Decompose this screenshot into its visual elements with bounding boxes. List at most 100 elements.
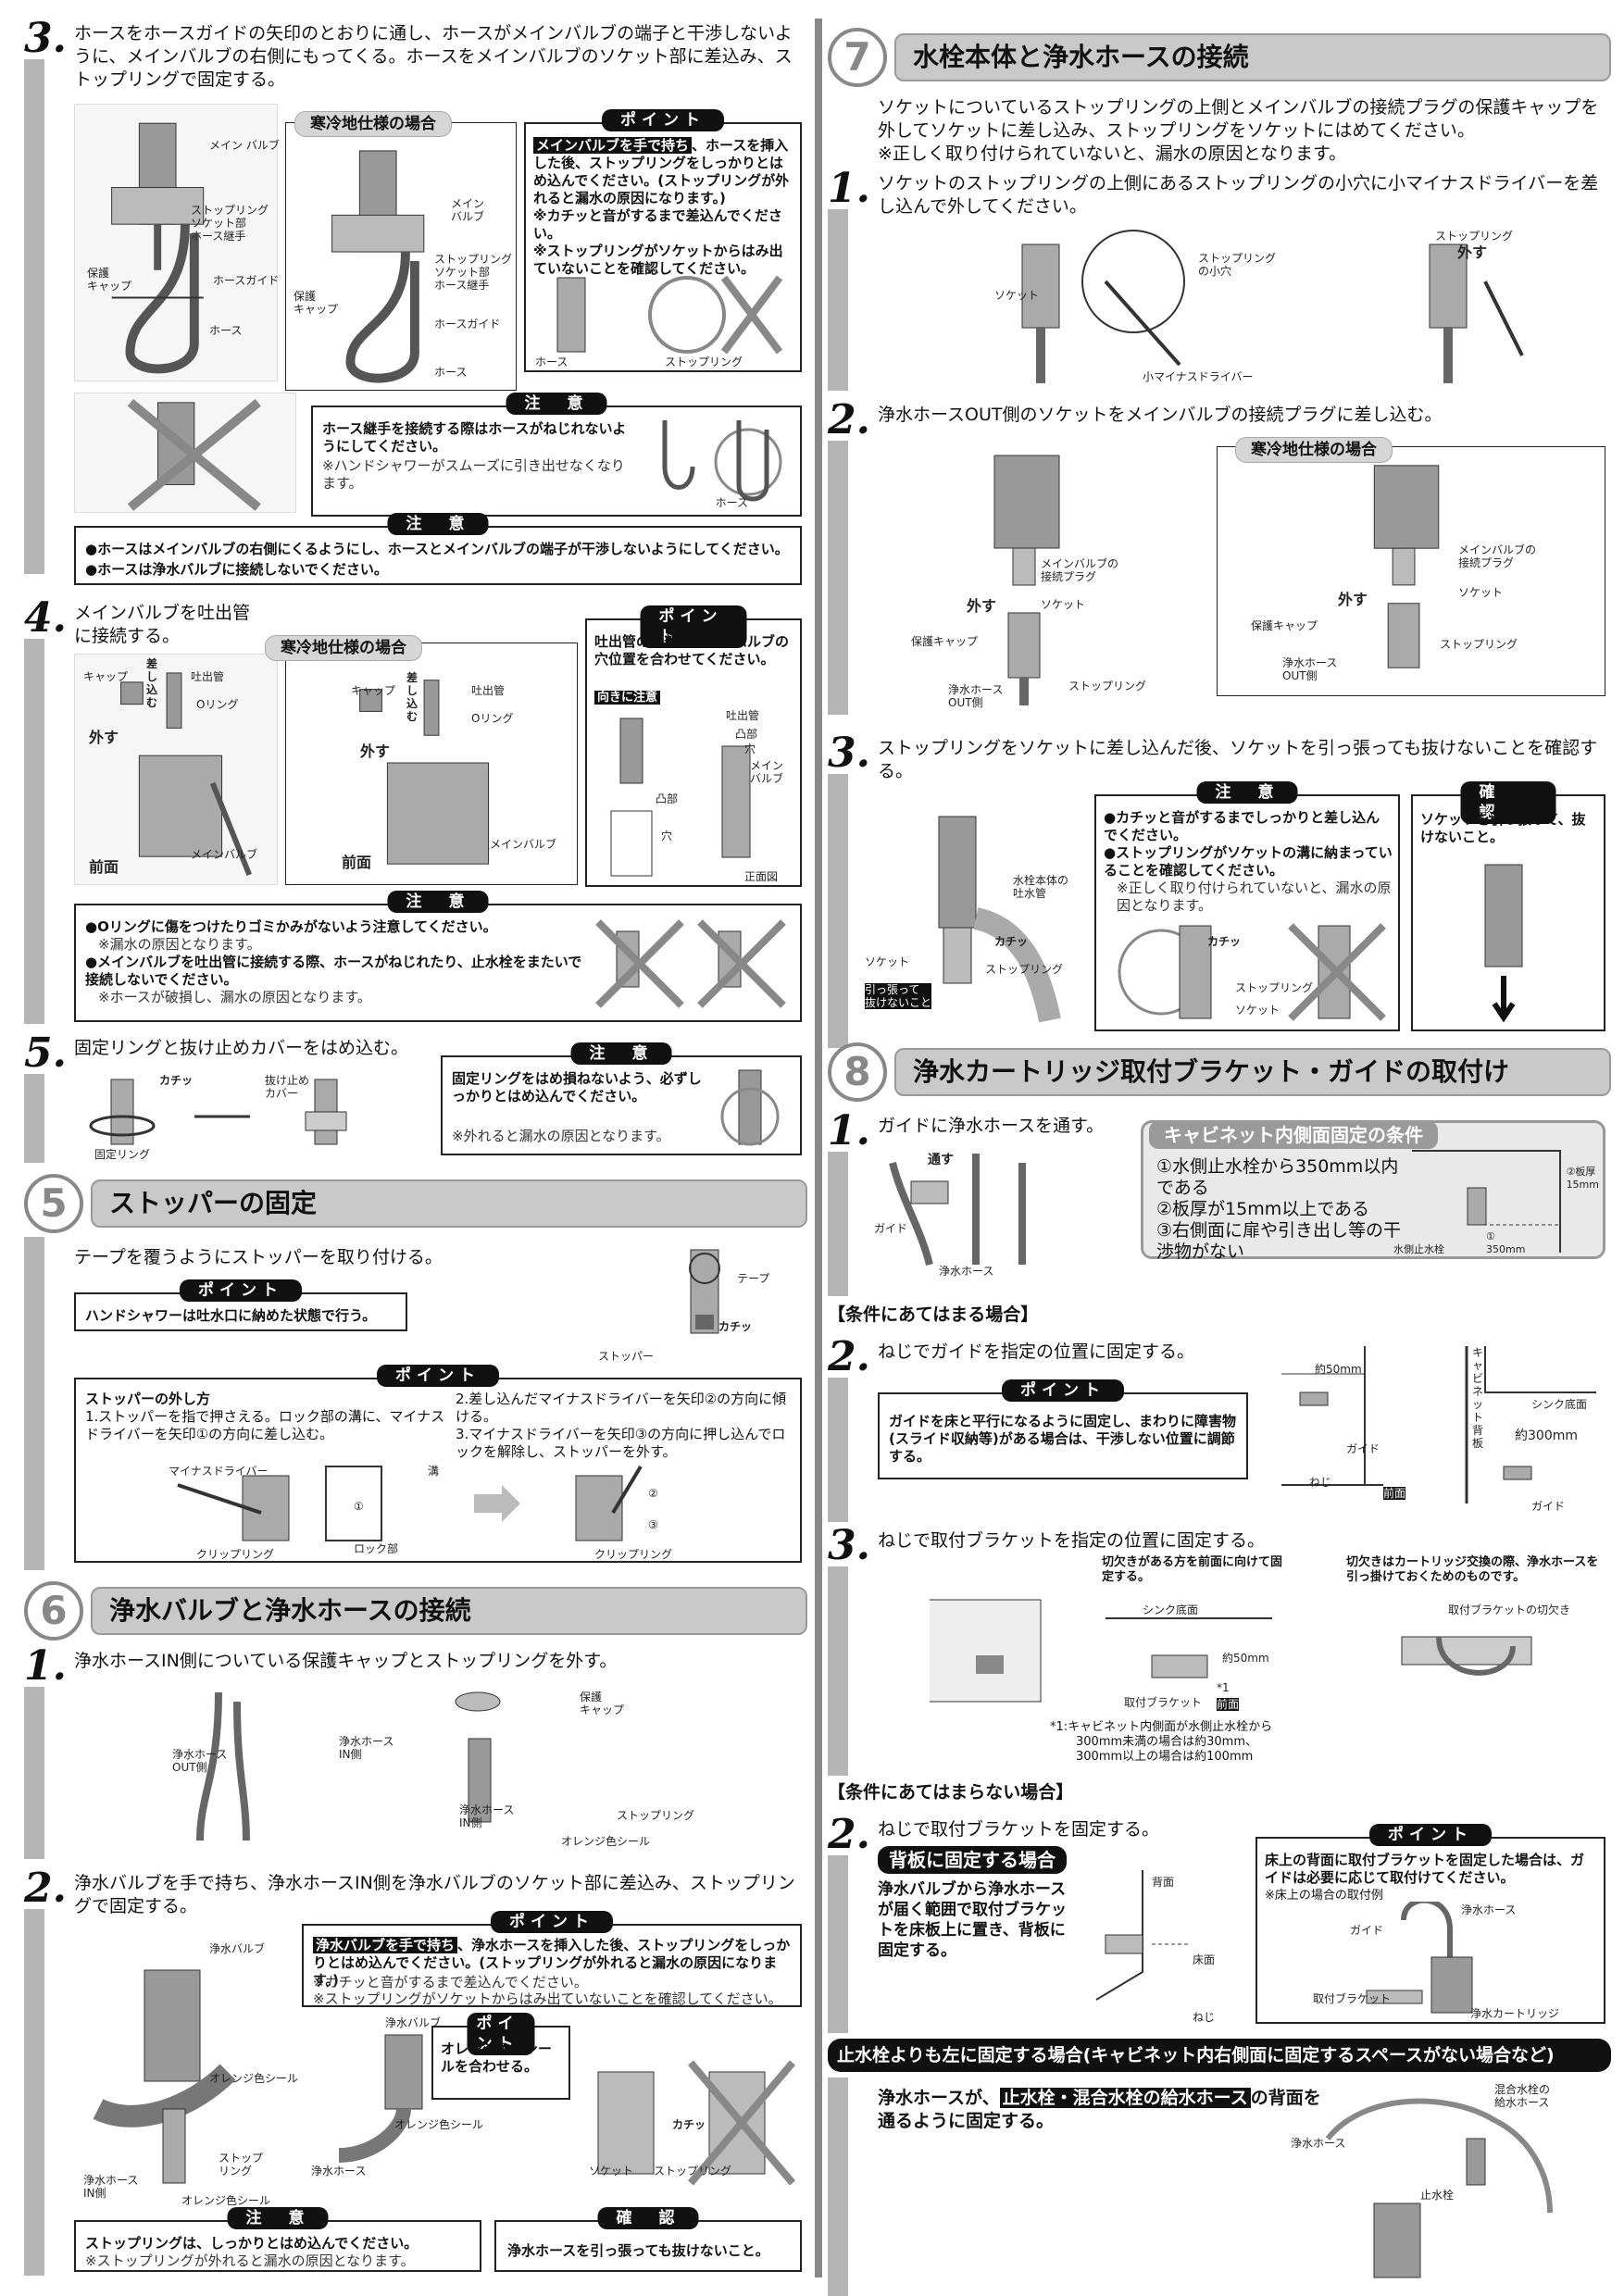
section-intro: ソケットについているストップリングの上側とメインバルブの接続プラグの保護キャップ… — [878, 97, 1599, 141]
fig-caption: 背面 — [1152, 1876, 1175, 1889]
sec8-yes-step3: 3. ねじで取付ブラケットを指定の位置に固定する。 切欠きがある方を前面に向けて… — [828, 1526, 1611, 1776]
point-label: ポイント — [1002, 1379, 1124, 1403]
fig-caption: ③ — [648, 1518, 658, 1531]
caution-item: ●Oリングに傷をつけたりゴミかみがないよう注意してください。 — [85, 918, 497, 935]
step-sidebar — [828, 209, 848, 391]
fig-caption: 浄水カートリッジ — [1470, 2007, 1560, 2020]
bracket-notch-illustration — [1401, 1636, 1532, 1676]
fig-caption: 止水栓 — [1420, 2189, 1455, 2202]
step-text: 浄水バルブを手で持ち、浄水ホースIN側を浄水バルブのソケット部に差込み、ストップ… — [74, 1873, 795, 1916]
caution-box: 注 意 ストップリングは、しっかりとはめ込んでください。 ※ストップリングが外れ… — [74, 2207, 481, 2272]
fig-caption: クリップリング — [594, 1548, 673, 1561]
step-sidebar — [24, 1909, 44, 2276]
hose-twist-figure — [74, 393, 296, 513]
fig-caption: テープ — [737, 1272, 770, 1285]
confirm-text: ソケットを引っ張って、抜けないこと。 — [1420, 811, 1586, 845]
fig-caption: オレンジ色シール — [209, 2072, 299, 2085]
back-panel-illustration — [1095, 1870, 1189, 2001]
fig-caption: Oリング — [196, 698, 239, 711]
fig-caption: ストップリング — [1440, 638, 1518, 651]
sec7-step1-illustration — [1021, 230, 1524, 383]
fig-caption: ホース — [715, 496, 748, 509]
fig-caption: カチッ — [718, 1320, 753, 1333]
fig-caption: キャビネット背板 — [1472, 1346, 1484, 1450]
step-text: ねじでガイドを指定の位置に固定する。 — [878, 1341, 1195, 1362]
fig-caption: オレンジ色シール — [561, 1835, 651, 1848]
caution-text: ストップリングは、しっかりとはめ込んでください。 — [85, 2235, 418, 2252]
fig-caption: 外す — [1457, 243, 1488, 261]
point-text: 、ホースを挿入した後、ストップリングをしっかりとはめ込んでください。(ストップリ… — [533, 137, 790, 206]
caution-label: 注 意 — [1196, 781, 1298, 805]
confirm-illustration — [1484, 864, 1523, 1022]
point-label: ポイント — [602, 109, 724, 132]
step-text: メインバルブを吐出管に接続する。 — [74, 603, 251, 646]
fig-caption: 浄水ホース OUT側 — [172, 1748, 228, 1774]
cabinet-title: キャビネット内側面固定の条件 — [1149, 1121, 1438, 1149]
caution-text: ホース継手を接続する際はホースがねじれないようにしてください。 — [322, 420, 627, 455]
fig-caption: メインバルブ — [490, 838, 557, 851]
fig-caption: ストップリング ソケット部 ホース継手 — [191, 204, 269, 243]
cabinet-illustration — [1412, 1150, 1561, 1253]
point-box: ポイント 床上の背面に取付ブラケットを固定した場合は、ガイドは必要に応じて取付け… — [1255, 1824, 1605, 2024]
step-number: 4. — [24, 594, 69, 642]
section-intro-note: ※正しく取り付けられていないと、漏水の原因となります。 — [878, 144, 1347, 164]
sec7-step1: 1. ソケットのストップリングの上側にあるストップリングの小穴に小マイナスドライ… — [828, 168, 1611, 391]
point-label: ポイント — [640, 605, 747, 649]
step-number: 3. — [24, 15, 69, 62]
step-sidebar — [24, 1237, 44, 1570]
fig-caption: オレンジ色シール — [181, 2194, 271, 2207]
caution-box: 注 意 ホース継手を接続する際はホースがねじれないようにしてください。 ※ハンド… — [311, 393, 802, 517]
point-illustration — [556, 275, 783, 355]
remove-illustration — [177, 1465, 643, 1541]
caution-item: ※ホースが破損し、漏水の原因となります。 — [98, 989, 371, 1005]
caution-illustration — [720, 1069, 780, 1146]
caution-note: ※ハンドシャワーがスムーズに引き出せなくなります。 — [322, 457, 625, 492]
caution-item: ※正しく取り付けられていないと、漏水の原因となります。 — [1117, 880, 1392, 914]
fig-caption: 凸部 — [656, 792, 679, 805]
fig-caption: メイン バルブ — [750, 759, 784, 785]
fig-caption: ねじ — [1193, 2011, 1216, 2024]
point-box-2: ポイント オレンジ色のシールを合わせる。 — [431, 2013, 570, 2100]
caution-note: ※ストップリングが外れると漏水の原因となります。 — [85, 2252, 415, 2269]
section-6-header: 6 浄水バルブと浄水ホースの接続 — [24, 1581, 807, 1641]
point-label: ポイント — [1369, 1824, 1492, 1847]
fig-caption: 水栓本体の 吐水管 — [1013, 874, 1069, 900]
left-of-valve-block: 浄水ホースが、止水栓・混合水栓の給水ホースの背面を通るように固定する。 混合水栓… — [828, 2078, 1611, 2296]
step3-hose-block: 3. ホースをホースガイドの矢印のとおりに通し、ホースがメインバルブの端子と干渉… — [24, 15, 807, 585]
step-sidebar — [24, 59, 44, 574]
fig-caption: ソケット — [865, 955, 910, 968]
point-note: ※ストップリングがソケットからはみ出ていないことを確認してください。 — [313, 1990, 782, 2007]
sec7-step3: 3. ストップリングをソケットに差し込んだ後、ソケットを引っ張っても抜けないこと… — [828, 733, 1611, 1048]
caution-illustration — [662, 420, 782, 502]
stopper-illustration — [689, 1249, 720, 1334]
step-note: 切欠きがある方を前面に向けて固定する。 — [1102, 1555, 1283, 1584]
fig-caption: ガイド — [874, 1222, 908, 1235]
fig-caption: ① — [354, 1500, 364, 1513]
left-text-b: の背面を通るように固定する。 — [878, 2088, 1321, 2131]
fig-caption: 浄水ホース — [939, 1265, 994, 1278]
fig-caption: ホースガイド — [434, 318, 501, 331]
condition-no-heading: 【条件にあてはまらない場合】 — [828, 1782, 1074, 1803]
left-of-valve-illustration — [1325, 2098, 1553, 2278]
fig-caption: 浄水バルブ — [385, 2016, 442, 2029]
fig-caption: ストップリング の小穴 — [1198, 252, 1277, 278]
remove-step: 1.ストッパーを指で押さえる。ロック部の溝に、マイナスドライバーを矢印①の方向に… — [85, 1408, 445, 1442]
step-text: 浄水ホースOUT側のソケットをメインバルブの接続プラグに差し込む。 — [878, 405, 1443, 425]
fig-caption: シンク底面 — [1531, 1398, 1588, 1411]
fig-caption: カチッ — [1207, 935, 1242, 948]
fig-caption: ストップリング — [985, 963, 1064, 976]
hose-guide-figure — [74, 104, 278, 381]
left-column: 3. ホースをホースガイドの矢印のとおりに通し、ホースがメインバルブの端子と干渉… — [24, 19, 807, 2277]
fig-caption: 抜け止め カバー — [265, 1074, 310, 1100]
fig-caption: ソケット — [1041, 598, 1086, 611]
section-7-header: 7 水栓本体と浄水ホースの接続 — [828, 28, 1611, 87]
step-text: 固定リングと抜け止めカバーをはめ込む。 — [74, 1038, 409, 1058]
section-5-body: テープを覆うようにストッパーを取り付ける。 ポイント ハンドシャワーは吐水口に納… — [24, 1237, 807, 1570]
section-title: ストッパーの固定 — [91, 1179, 807, 1228]
section-title: 浄水バルブと浄水ホースの接続 — [91, 1587, 807, 1635]
point-note: ※カチッと音がするまで差込んでください。 — [533, 207, 782, 242]
column-divider — [815, 19, 822, 2277]
caution-note: ※外れると漏水の原因となります。 — [452, 1128, 670, 1144]
fig-caption: オレンジ色シール — [394, 2118, 484, 2131]
fig-caption: 取付ブラケット — [1313, 1992, 1392, 2005]
